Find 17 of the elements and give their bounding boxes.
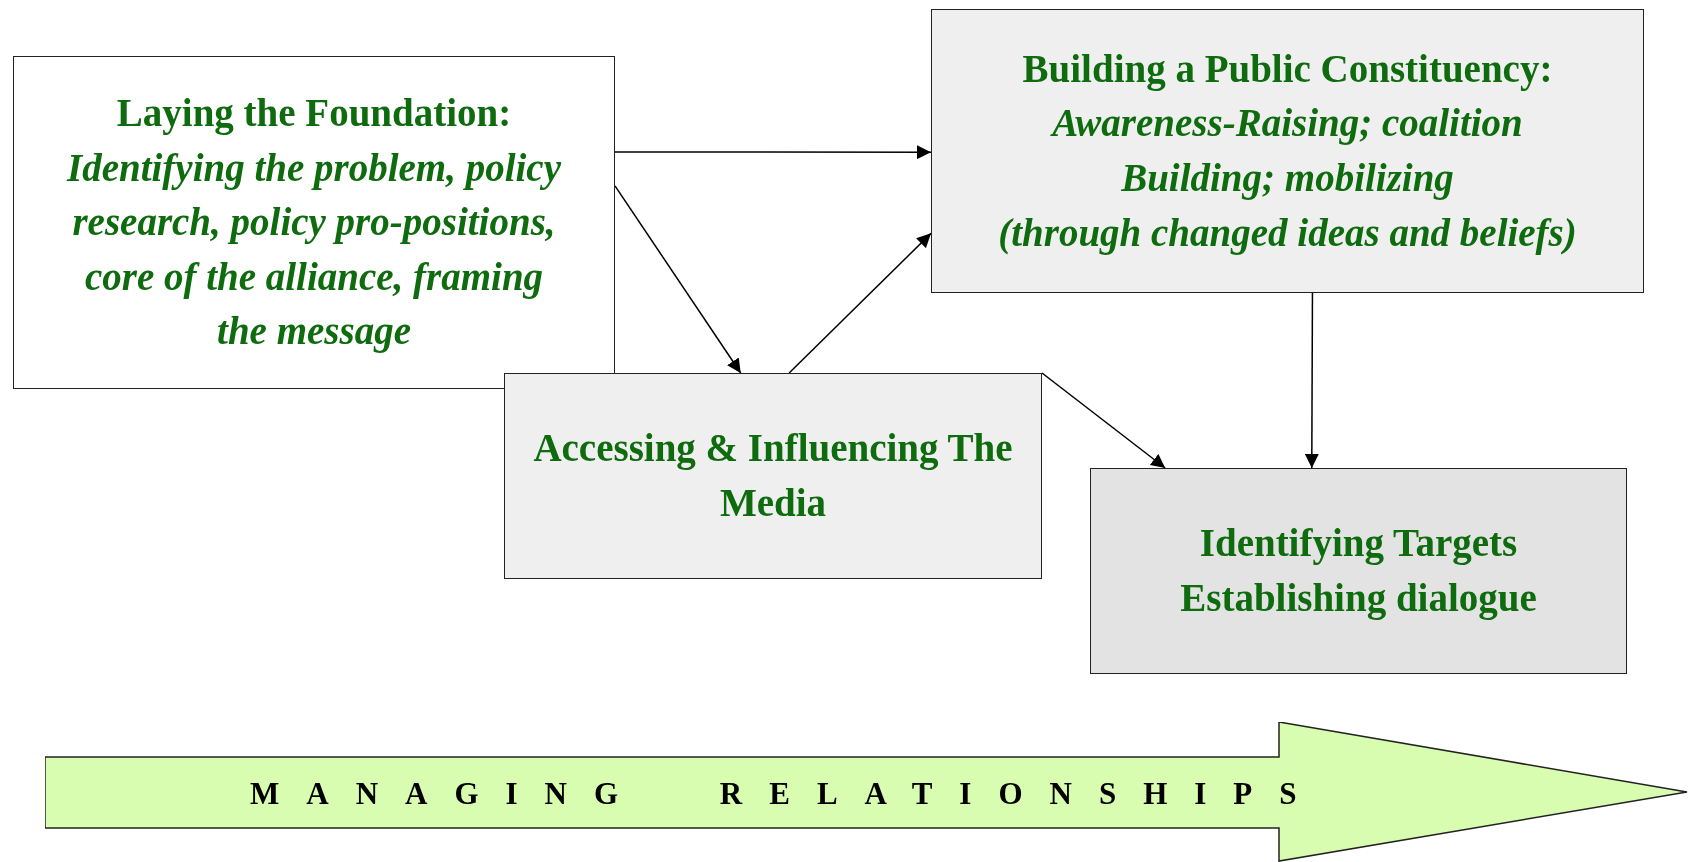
arrow (788, 232, 932, 374)
arrow (614, 145, 932, 160)
box-text: Accessing & Influencing The Media (532, 425, 1014, 526)
arrow (1304, 292, 1319, 469)
box-text: Identifying the problem, policy research, policy pro-positions, core of the alliance, framing the message (65, 144, 562, 355)
box-heading: Laying the Foundation: (116, 90, 512, 137)
band-label: MANAGING RELATIONSHIPS (250, 778, 1324, 809)
process-box (1090, 468, 1627, 674)
box-text: Awareness-Raising; coalition Building; mobilizing (1049, 100, 1524, 202)
arrow (1041, 372, 1166, 469)
box-text: Identifying Targets Establishing dialogue (1179, 520, 1538, 622)
process-box (504, 373, 1042, 579)
text-box (13, 56, 615, 389)
process-box (931, 9, 1644, 293)
box-heading: Building a Public Constituency: (1022, 45, 1553, 93)
arrow (614, 185, 742, 374)
box-text: (through changed ideas and beliefs) (998, 209, 1577, 257)
